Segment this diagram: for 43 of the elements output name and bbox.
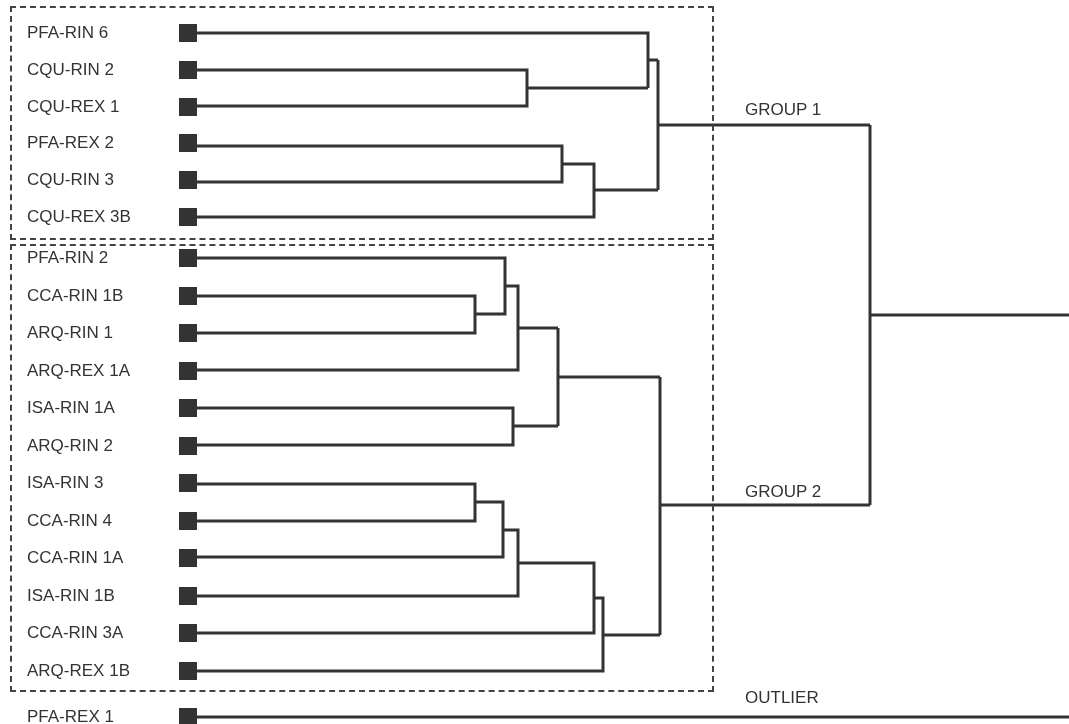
leaf-label: [27, 398, 197, 418]
leaf-label: [27, 207, 197, 227]
leaf-label: [27, 285, 197, 306]
leaf-label: [27, 323, 197, 343]
leaf-label: [27, 59, 197, 80]
leaf-label: [27, 510, 197, 531]
sample-name: CCA-RIN 4: [27, 510, 112, 531]
leaf-label: [27, 548, 197, 568]
sample-name: PFA-REX 1: [27, 707, 114, 724]
leaf-label: [27, 585, 197, 606]
sample-name: ISA-RIN 1A: [27, 398, 115, 418]
leaf-label: [27, 623, 197, 643]
leaf-label: [27, 96, 197, 117]
leaf-label: [27, 133, 197, 154]
cluster-label: GROUP 2: [745, 482, 822, 502]
leaf-label: [27, 23, 197, 43]
leaf-label: [27, 707, 197, 724]
leaf-label: [27, 473, 197, 493]
sample-name: ISA-RIN 3: [27, 473, 104, 493]
leaf-label: [27, 360, 197, 381]
sample-name: CQU-RIN 2: [27, 59, 114, 80]
sample-name: CQU-REX 3B: [27, 207, 131, 227]
sample-name: PFA-RIN 2: [27, 248, 109, 268]
leaf-label: [27, 248, 197, 268]
sample-name: PFA-RIN 6: [27, 23, 109, 43]
sample-name: CQU-RIN 3: [27, 170, 114, 191]
leaf-label: [27, 660, 197, 681]
sample-name: PFA-REX 2: [27, 133, 114, 154]
cluster-label: GROUP 1: [745, 100, 822, 120]
sample-name: CQU-REX 1: [27, 96, 120, 117]
sample-name: CCA-RIN 3A: [27, 623, 124, 643]
leaf-label: [27, 435, 197, 456]
sample-name: CCA-RIN 1B: [27, 285, 124, 306]
dashed-group-box: [10, 244, 714, 692]
leaf-label: [27, 170, 197, 191]
cluster-label: OUTLIER: [745, 688, 819, 708]
sample-name: ARQ-RIN 2: [27, 435, 113, 456]
sample-name: ARQ-RIN 1: [27, 323, 113, 343]
sample-name: CCA-RIN 1A: [27, 548, 124, 568]
sample-name: ARQ-REX 1A: [27, 360, 130, 381]
dashed-group-box: [10, 6, 714, 240]
sample-name: ISA-RIN 1B: [27, 585, 115, 606]
sample-name: ARQ-REX 1B: [27, 660, 130, 681]
